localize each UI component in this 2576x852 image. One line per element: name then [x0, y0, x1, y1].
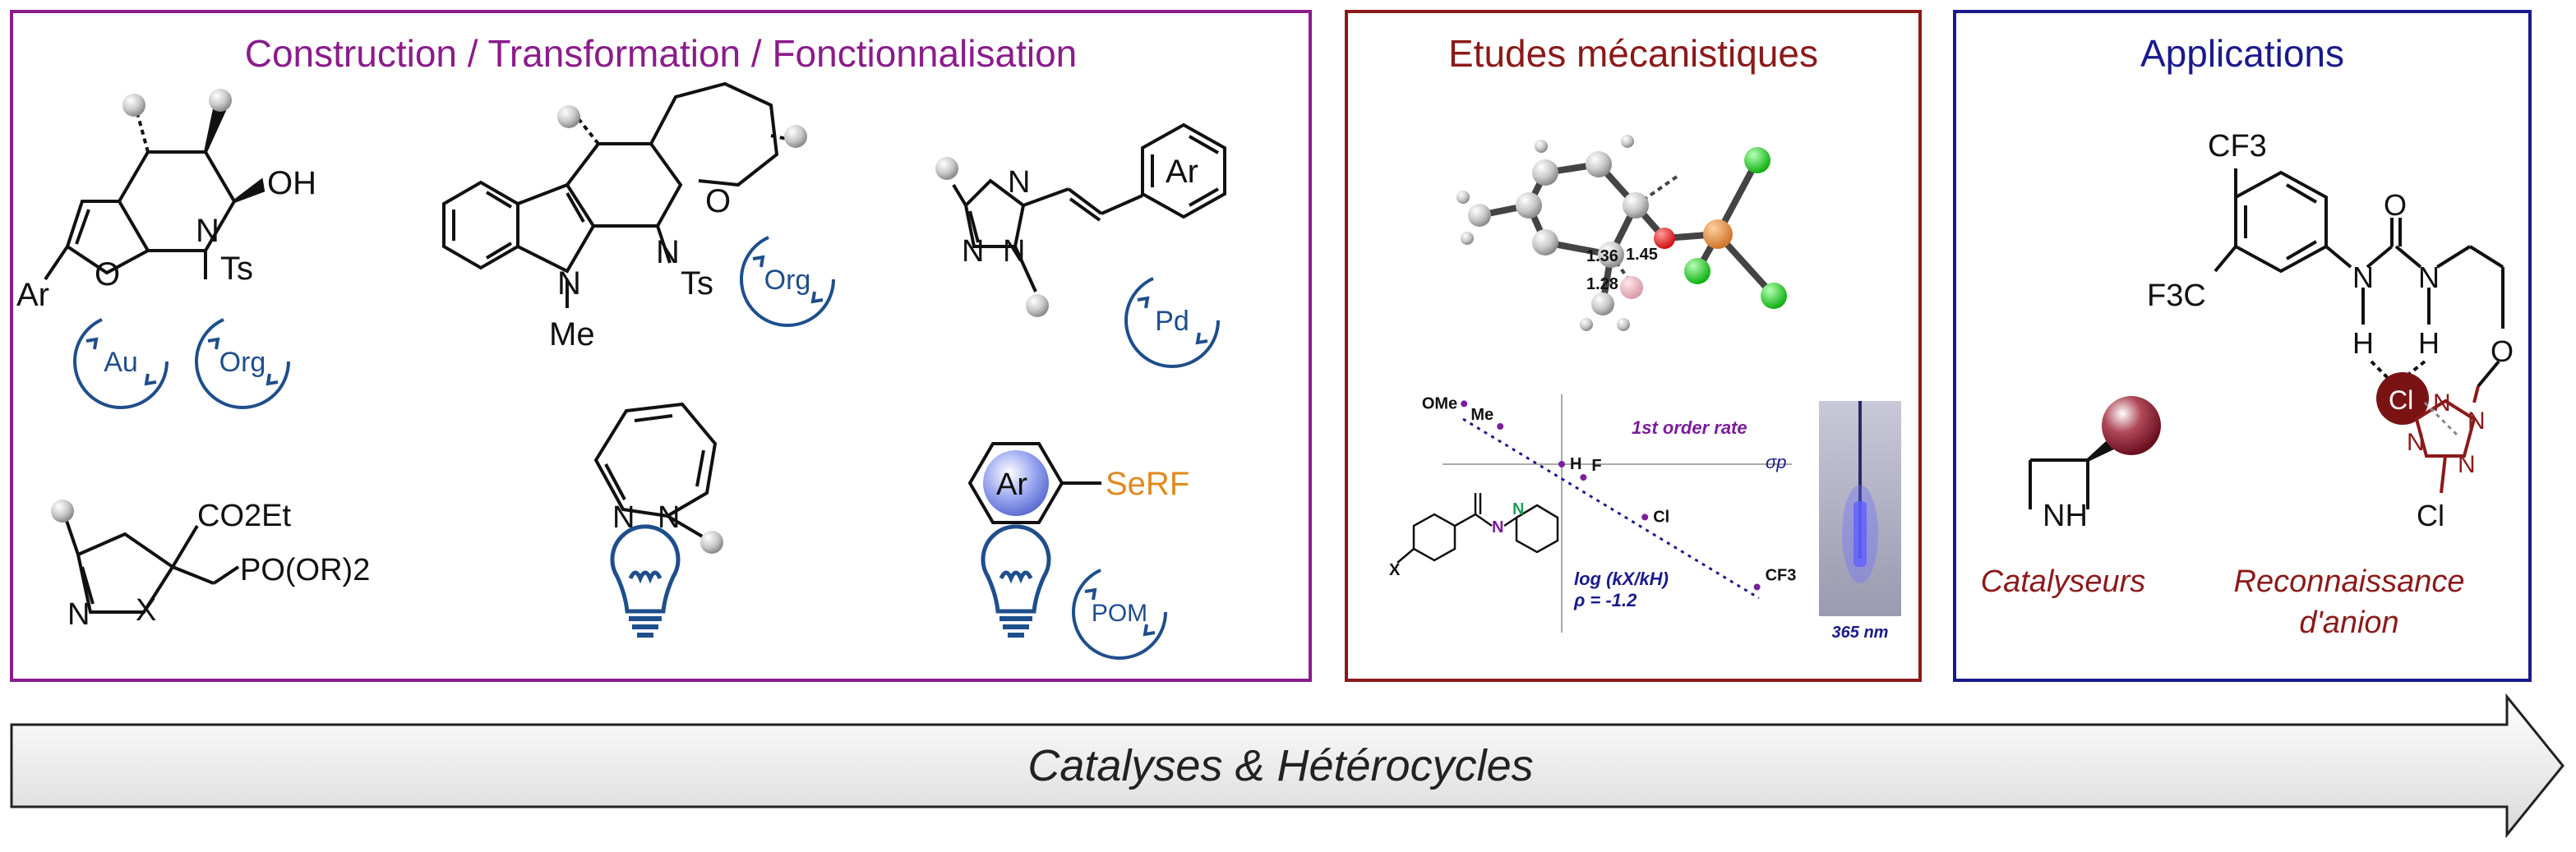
hammett-label-f: F [1591, 457, 1601, 475]
caption-anion-2: d'anion [2299, 606, 2398, 640]
mechanistic-title: Etudes mécanistiques [1447, 32, 1819, 75]
distance-3: 1.28 [1586, 275, 1618, 293]
caption-anion-1: Reconnaissance [2234, 564, 2465, 599]
label-n2b: N [656, 234, 680, 270]
label-me: Me [549, 316, 595, 352]
label-ts2: Ts [681, 265, 713, 302]
uv-photo-caption: 365 nm [1832, 624, 1889, 642]
hammett-point-h [1558, 461, 1565, 467]
label-o-ether: O [2491, 334, 2514, 368]
hammett-point-cf3 [1753, 583, 1761, 591]
tetrazole-structure [2414, 385, 2480, 494]
label-ar3: Ar [1166, 154, 1198, 190]
label-serf: SeRF [1106, 466, 1189, 502]
label-pooR2: PO(OR)2 [240, 553, 370, 587]
label-h-left: H [2352, 326, 2374, 360]
label-n1: N [196, 213, 219, 249]
hammett-point-f [1580, 474, 1587, 481]
label-o2: O [705, 183, 731, 219]
label-azetidine-nh: NH [2043, 499, 2088, 533]
ar-serf-structure [967, 442, 1101, 524]
label-h-right: H [2418, 326, 2440, 360]
hammett-sigma-label: σp [1766, 452, 1787, 472]
label-chloride: Cl [2389, 385, 2413, 415]
label-tz-n4: N [2458, 451, 2476, 478]
hammett-point-me [1497, 423, 1504, 430]
applications-title: Applications [2140, 32, 2345, 75]
catalyst-au-label: Au [104, 347, 138, 378]
label-n-left: N [2352, 260, 2374, 294]
label-oh: OH [267, 165, 316, 201]
construction-title: Construction / Transformation / Fonction… [244, 32, 1078, 75]
label-triazole-n2: N [962, 234, 984, 269]
hammett-fit-line [1462, 417, 1760, 600]
catalyst-org-1: Org [195, 314, 290, 409]
uv-reactor-photo: 365 nm [1819, 401, 1901, 642]
indole-structure [442, 81, 792, 308]
catalyst-pom-label: POM [1092, 600, 1147, 627]
label-ts1: Ts [220, 251, 253, 287]
hammett-label-ome: OMe [1422, 394, 1457, 412]
catalyst-pd: Pd [1124, 273, 1220, 368]
label-tz-cl: Cl [2417, 499, 2444, 532]
lightbulb-icon [981, 524, 1051, 638]
label-ar1: Ar [16, 277, 49, 313]
hammett-label-h: H [1570, 455, 1581, 473]
caption-catalysts: Catalyseurs [1981, 564, 2146, 599]
chloride-ball [2376, 372, 2429, 425]
hammett-title: 1st order rate [1632, 417, 1747, 438]
azepine-structure [593, 402, 718, 540]
label-n-right: N [2418, 260, 2440, 294]
catalyst-pom: POM [1072, 564, 1167, 660]
label-f3c: F3C [2147, 279, 2206, 313]
label-ar6: Ar [996, 467, 1027, 502]
label-tz-n1: N [2433, 389, 2451, 417]
catalyst-pd-label: Pd [1155, 306, 1189, 337]
hammett-x-label: X [1389, 561, 1401, 579]
label-cf3-top: CF3 [2208, 129, 2267, 163]
label-o1: O [95, 256, 120, 292]
catalyst-au: Au [73, 314, 169, 409]
distance-1: 1.36 [1586, 247, 1618, 265]
footer-arrow: Catalyses & Hétérocycles [10, 693, 2564, 839]
label-x4: X [136, 593, 156, 628]
label-tz-n2: N [2468, 408, 2486, 435]
hammett-equation: log (kX/kH) [1574, 569, 1669, 589]
label-triazole-n3: N [1003, 234, 1025, 269]
catalyst-org-1-label: Org [219, 347, 266, 378]
hammett-point-cl [1641, 514, 1649, 521]
label-o-urea: O [2384, 188, 2407, 222]
pyridinium-ylide-structure [1396, 493, 1559, 564]
label-n4: N [67, 597, 90, 632]
catalyst-org-2: Org [740, 232, 835, 327]
hammett-point-ome [1461, 400, 1468, 408]
hammett-label-cl: Cl [1653, 508, 1669, 526]
label-n2a: N [557, 265, 581, 302]
hammett-plot: 1st order rate σp log (kX/kH) ρ = -1.2 O… [1389, 394, 1796, 633]
hammett-label-me: Me [1470, 406, 1493, 424]
label-tz-n3: N [2407, 429, 2425, 456]
triazole-styryl-structure [952, 122, 1226, 292]
footer-arrow-label: Catalyses & Hétérocycles [1027, 741, 1533, 790]
label-co2et: CO2Et [197, 499, 291, 533]
isoxazoline-structure [62, 513, 240, 614]
label-triazole-n1: N [1008, 165, 1030, 200]
distance-2: 1.45 [1626, 246, 1658, 264]
ylide-n-minus: N [1492, 518, 1503, 537]
lightbulb-icon [610, 524, 681, 638]
hammett-label-cf3: CF3 [1766, 567, 1797, 585]
furopyridine-structure [44, 103, 265, 281]
catalyst-org-2-label: Org [764, 265, 811, 296]
ylide-n-plus: N [1512, 500, 1524, 518]
hammett-rho: ρ = -1.2 [1573, 590, 1637, 610]
applications-panel: Applications [1953, 10, 2532, 682]
